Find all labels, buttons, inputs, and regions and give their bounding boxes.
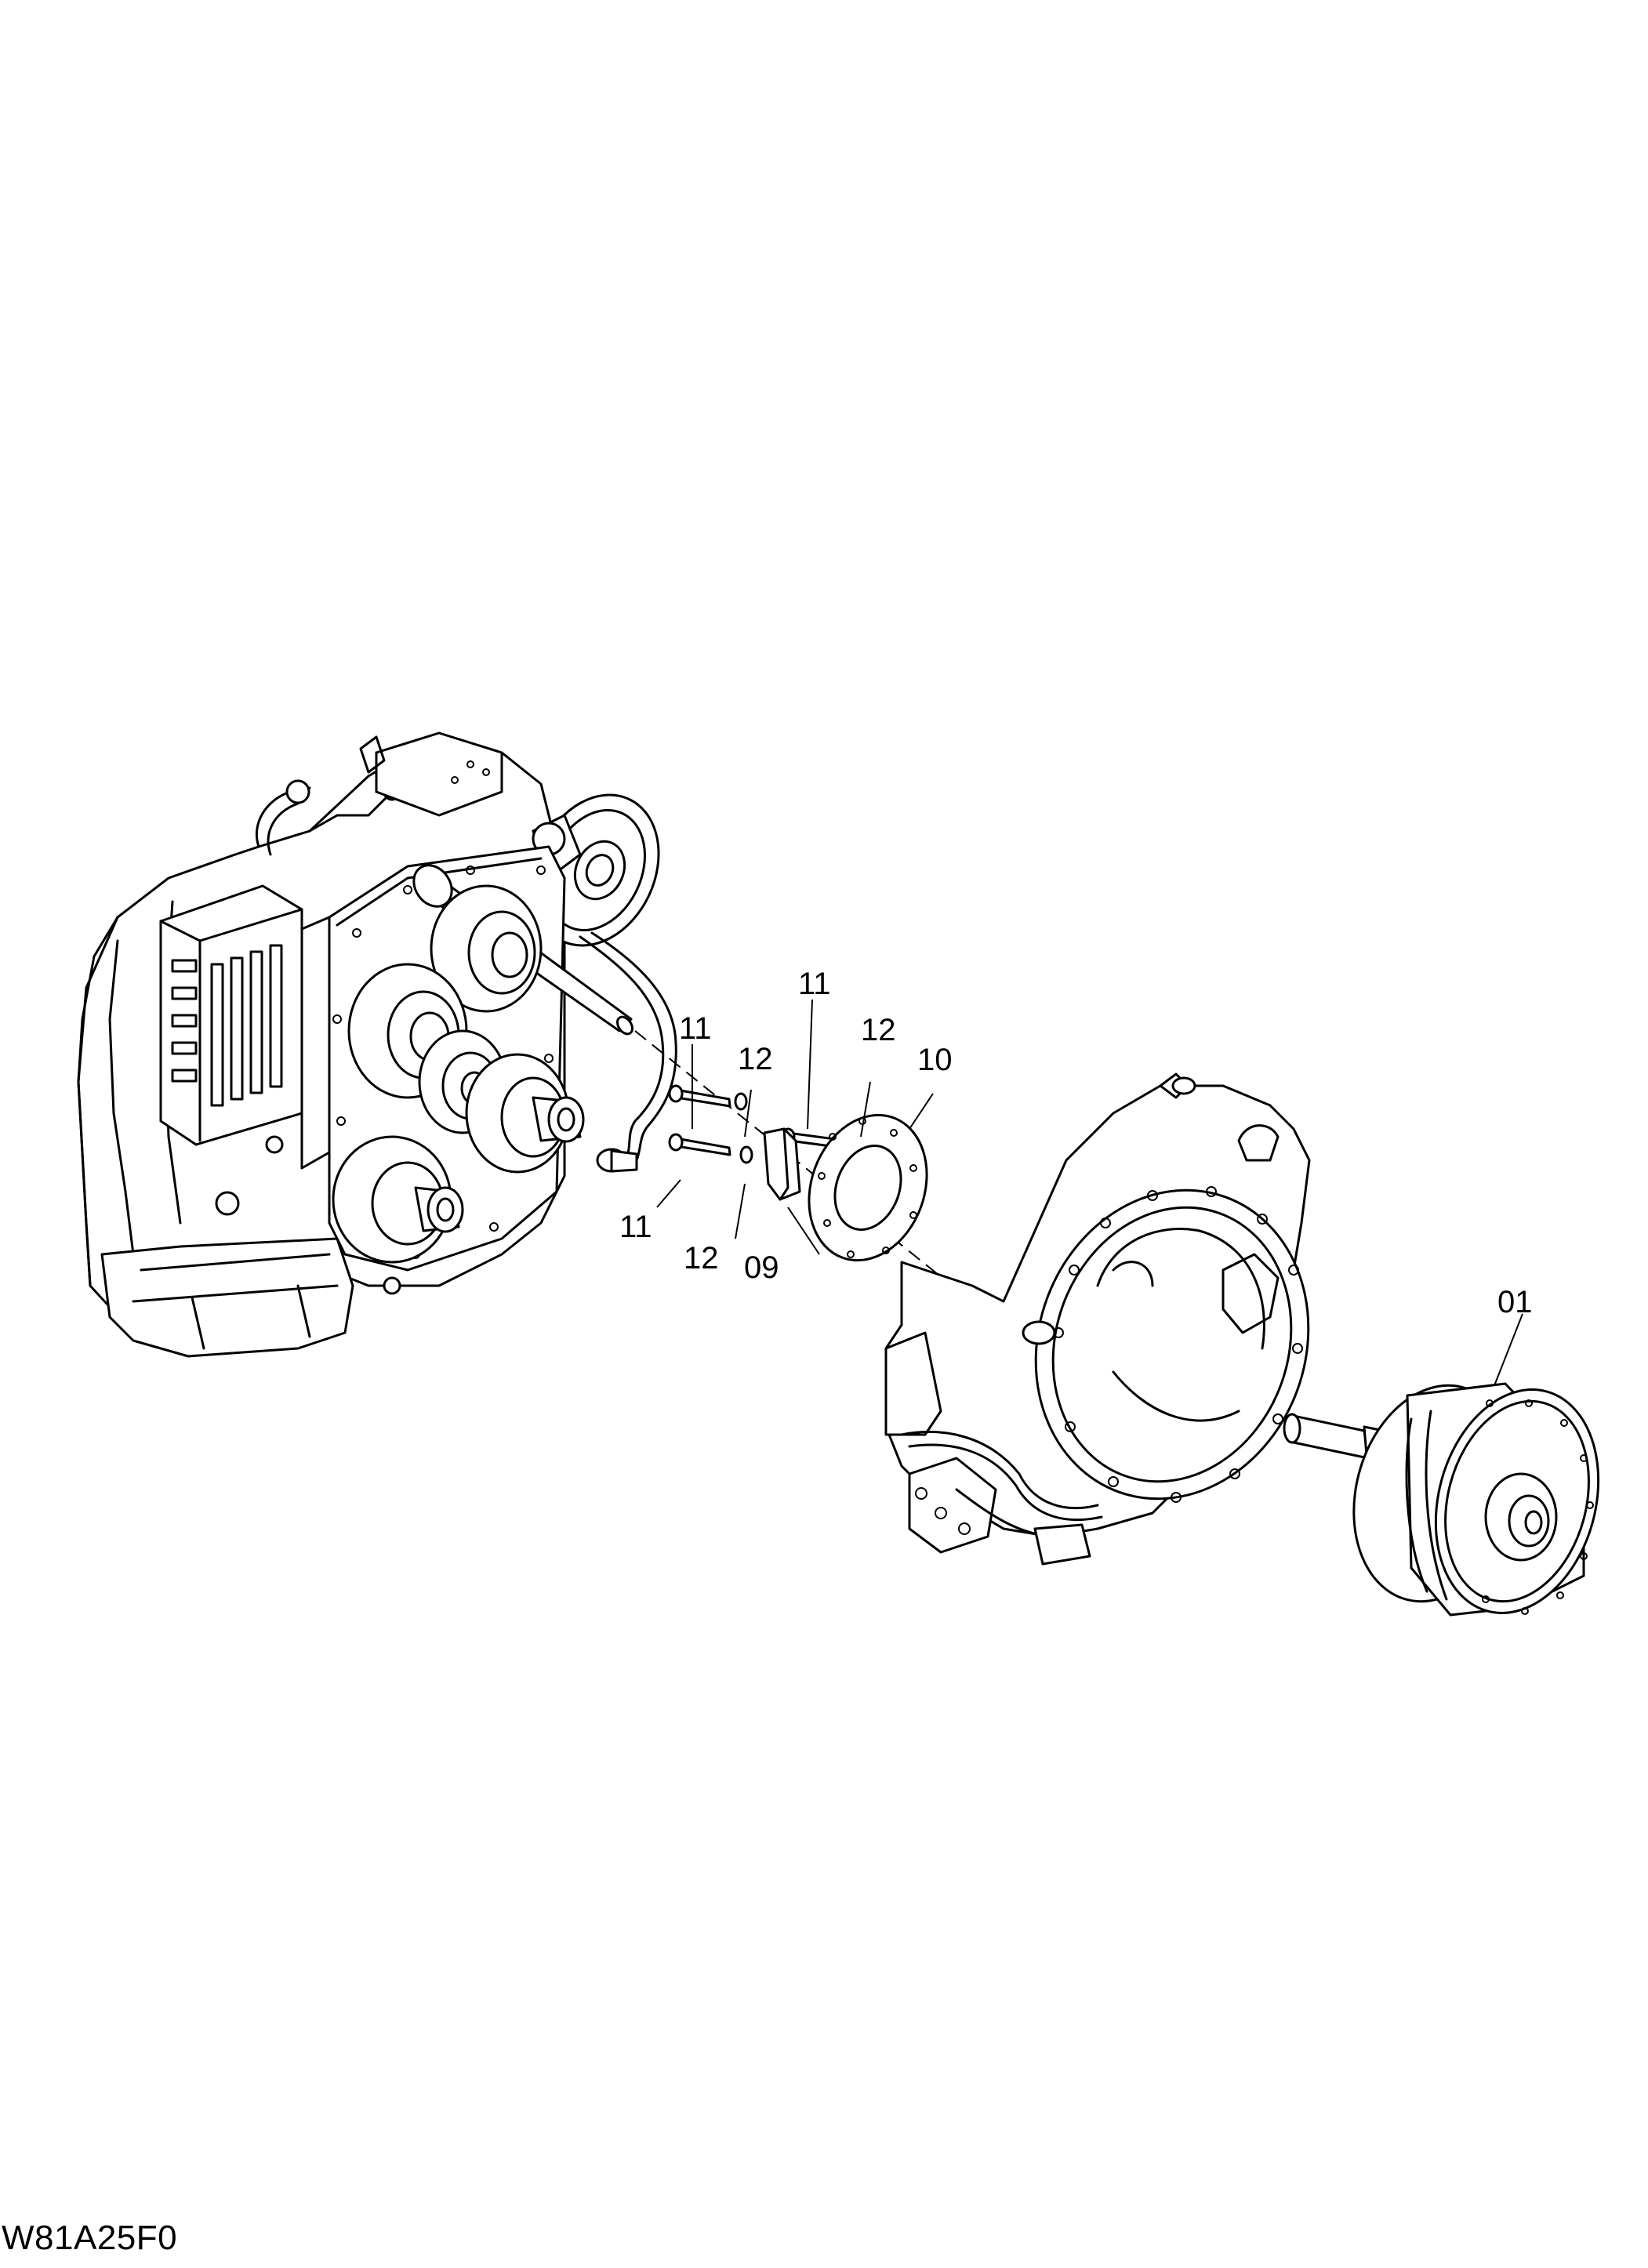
callout-12-left: 12: [738, 1042, 773, 1076]
callout-12-right: 12: [861, 1013, 896, 1047]
leader-lines: [656, 999, 1523, 1388]
callout-11-left: 11: [679, 1011, 712, 1046]
converter-housing: [884, 1072, 1311, 1566]
callout-11-upper: 11: [798, 967, 831, 1001]
bracket-09: [763, 1127, 801, 1201]
bolt-11-left-bottom: [668, 1133, 731, 1156]
callout-12-lower: 12: [684, 1241, 719, 1276]
drawing-code: W81A25F0: [2, 2219, 178, 2257]
callout-09: 09: [744, 1250, 779, 1285]
callout-11-lower: 11: [619, 1210, 652, 1244]
bolt-11-left-top: [668, 1084, 731, 1108]
gasket-10: [808, 1113, 928, 1262]
converter-rim-bolts: [1482, 1399, 1594, 1615]
gear-bearings: [332, 884, 570, 1264]
torque-converter: [1283, 1382, 1600, 1617]
valve-spools: [171, 944, 283, 1107]
output-shafts: [414, 1096, 585, 1233]
transmission-assembly: [77, 731, 677, 1358]
callout-10: 10: [917, 1043, 953, 1077]
callout-01: 01: [1497, 1285, 1533, 1319]
